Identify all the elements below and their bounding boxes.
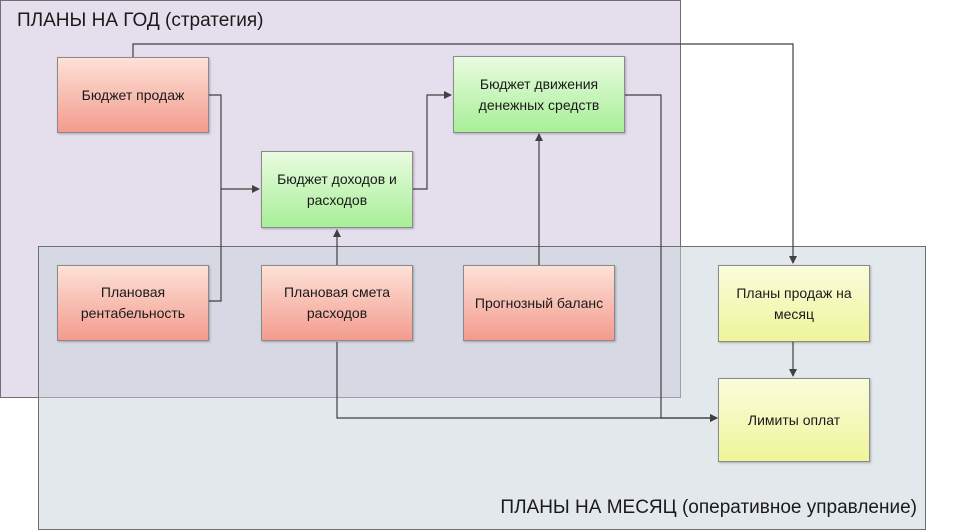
- payment-limits-box[interactable]: Лимиты оплат: [718, 378, 870, 462]
- month-plans-title: ПЛАНЫ НА МЕСЯЦ (оперативное управление): [500, 497, 917, 518]
- income-to-cashflow-arrow: [412, 91, 452, 190]
- monthly-sales-plans-box[interactable]: Планы продаж на месяц: [718, 265, 870, 342]
- sales-to-income-arrow: [208, 94, 260, 193]
- planned-profitability-box[interactable]: Плановая рентабельность: [57, 265, 209, 341]
- profitability-to-income-line: [208, 189, 222, 302]
- sales-to-monthly-plans-arrow: [132, 43, 797, 264]
- cashflow-to-limits-arrow: [624, 94, 718, 422]
- income-expense-budget-box[interactable]: Бюджет доходов и расходов: [261, 151, 413, 228]
- sales-budget-box[interactable]: Бюджет продаж: [57, 57, 209, 133]
- cash-flow-budget-box[interactable]: Бюджет движения денежных средств: [453, 56, 625, 133]
- cost-estimate-to-limits-arrow: [336, 342, 718, 422]
- year-plans-title: ПЛАНЫ НА ГОД (стратегия): [17, 10, 264, 31]
- planned-cost-estimate-box[interactable]: Плановая смета расходов: [261, 265, 413, 341]
- forecast-balance-box[interactable]: Прогнозный баланс: [463, 265, 615, 341]
